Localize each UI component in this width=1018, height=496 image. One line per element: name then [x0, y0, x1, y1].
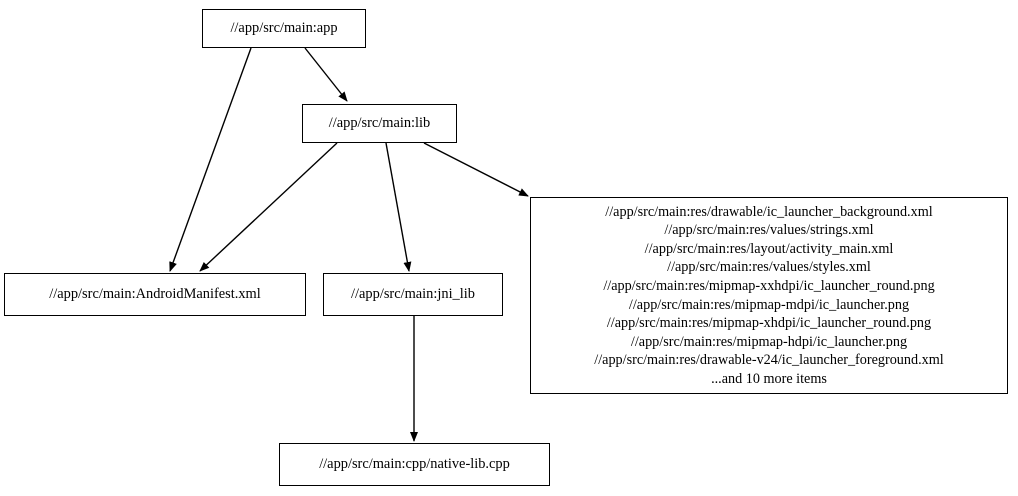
node-app[interactable]: //app/src/main:app — [202, 9, 366, 48]
node-lib[interactable]: //app/src/main:lib — [302, 104, 457, 143]
node-res-group-label: //app/src/main:res/drawable/ic_launcher_… — [594, 203, 944, 387]
node-android-manifest-label: //app/src/main:AndroidManifest.xml — [49, 286, 261, 303]
edge-lib-to-jni-lib — [385, 142, 412, 272]
node-android-manifest[interactable]: //app/src/main:AndroidManifest.xml — [4, 273, 306, 316]
edge-app-to-manifest — [169, 47, 252, 272]
edge-app-to-lib — [304, 47, 348, 102]
node-native-lib-cpp[interactable]: //app/src/main:cpp/native-lib.cpp — [279, 443, 550, 486]
node-res-group[interactable]: //app/src/main:res/drawable/ic_launcher_… — [530, 197, 1008, 394]
node-native-lib-cpp-label: //app/src/main:cpp/native-lib.cpp — [319, 456, 510, 473]
node-jni-lib[interactable]: //app/src/main:jni_lib — [323, 273, 503, 316]
node-lib-label: //app/src/main:lib — [328, 115, 431, 132]
edge-lib-to-res-group — [423, 142, 529, 197]
node-app-label: //app/src/main:app — [230, 20, 338, 37]
edge-lib-to-manifest — [199, 142, 338, 272]
node-jni-lib-label: //app/src/main:jni_lib — [351, 286, 475, 303]
